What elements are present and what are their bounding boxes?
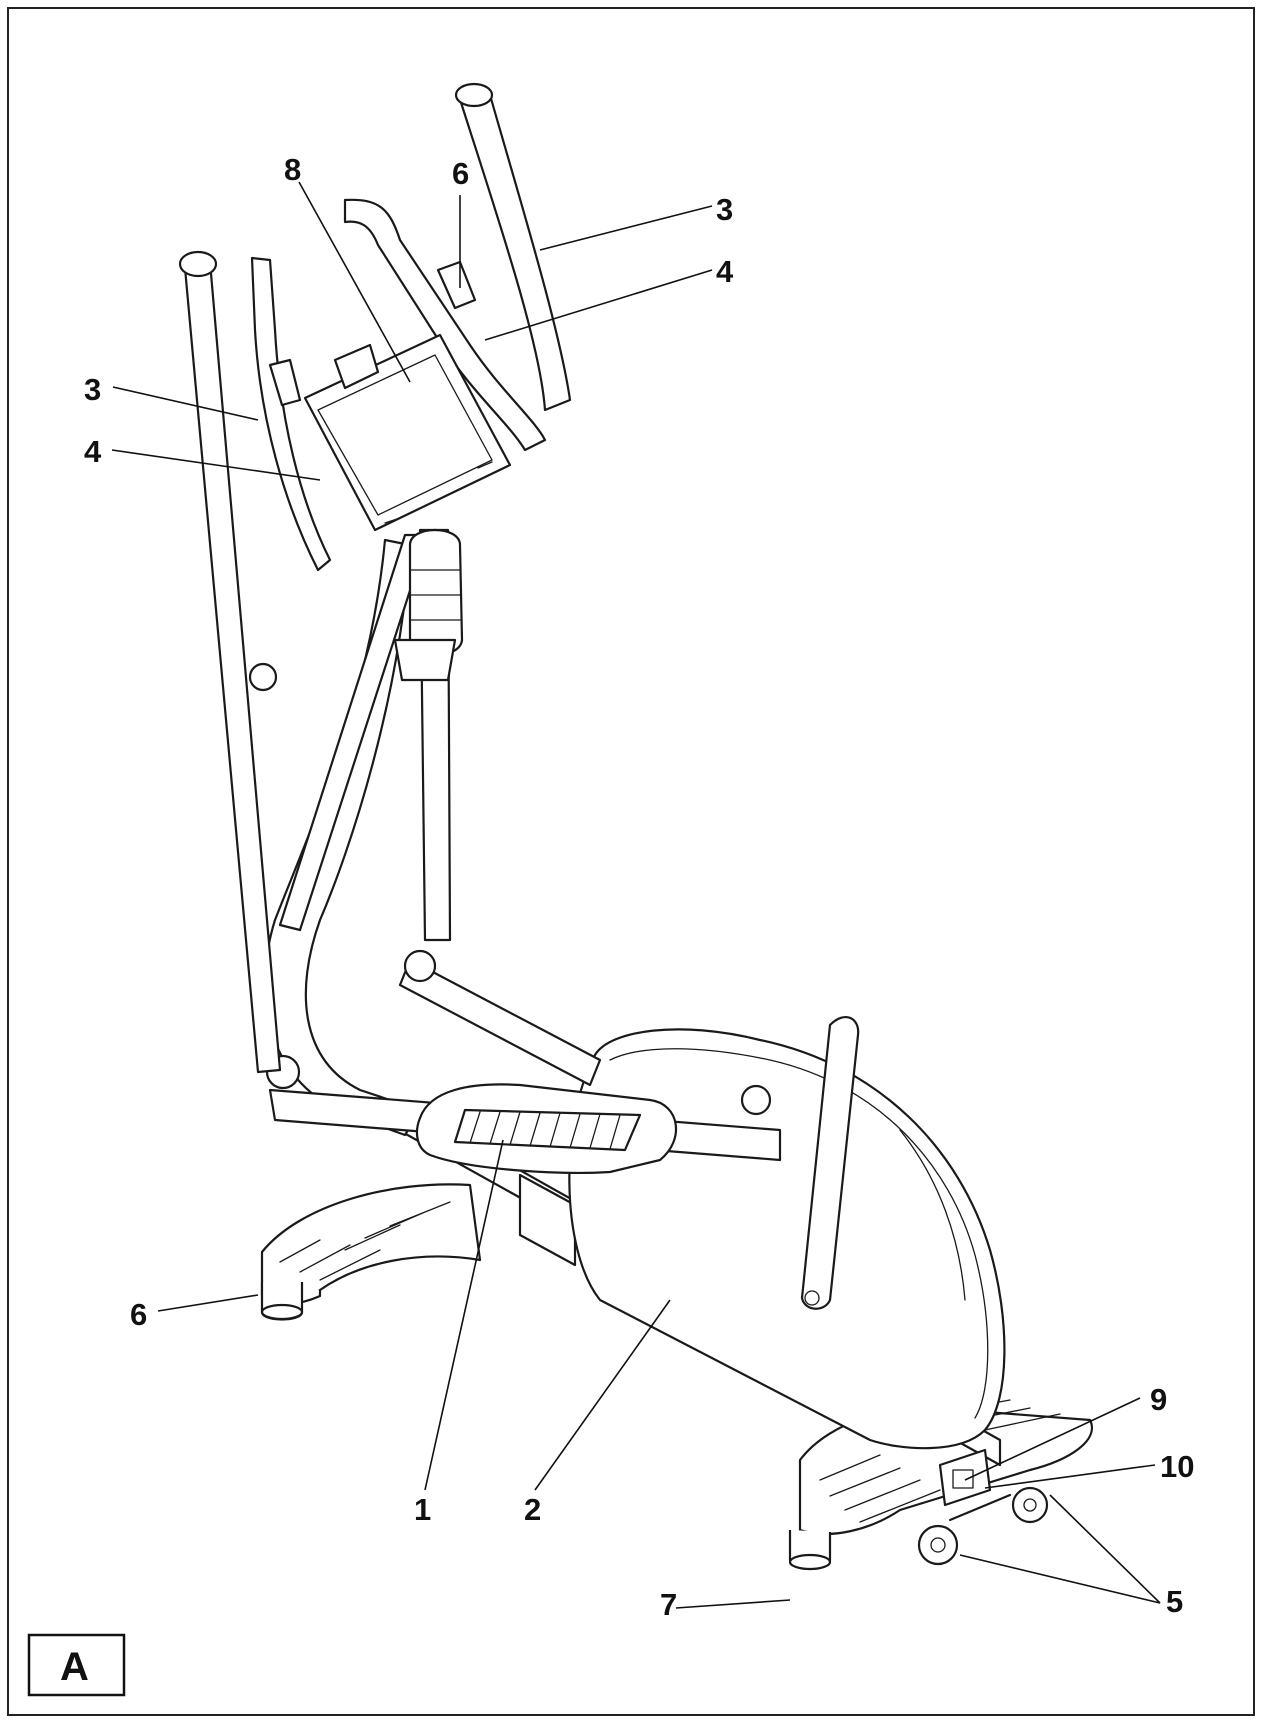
callout-3-left: 3 (84, 372, 101, 407)
callout-9: 9 (1150, 1382, 1167, 1417)
moving-handlebar-right (454, 82, 572, 412)
callout-1: 1 (414, 1492, 431, 1527)
figure-tag-box: A (27, 1633, 126, 1697)
callout-8: 8 (284, 152, 301, 187)
front-upright-column (393, 528, 464, 942)
transport-wheels (917, 1486, 1049, 1566)
pivot-joint-left (248, 662, 278, 692)
callout-5: 6 (452, 156, 469, 191)
fixed-handle-right (343, 198, 547, 452)
figure-tag-label: A (60, 1645, 89, 1689)
upper-link-arm (398, 949, 602, 1087)
callout-4-right: 4 (716, 254, 734, 289)
callout-10: 10 (1160, 1449, 1194, 1484)
callout-2: 2 (524, 1492, 541, 1527)
console-mast (278, 533, 430, 932)
page-frame (7, 7, 1255, 1716)
pedal-crank (740, 1016, 860, 1310)
power-socket-housing (938, 1448, 992, 1507)
callout-4-left: 4 (84, 434, 102, 469)
leader-lines (111, 181, 1161, 1609)
callout-7: 5 (1166, 1584, 1183, 1619)
pulse-sensor (436, 260, 477, 310)
rear-foot-left (260, 1282, 304, 1321)
callout-6-rear: 6 (130, 1297, 147, 1332)
callout-3-right: 3 (716, 192, 733, 227)
fixed-handle-left (250, 256, 332, 572)
foot-pedal (415, 1083, 678, 1174)
callout-6-front: 7 (660, 1587, 677, 1622)
console-display (303, 333, 512, 532)
flywheel-shroud (568, 1028, 1006, 1450)
